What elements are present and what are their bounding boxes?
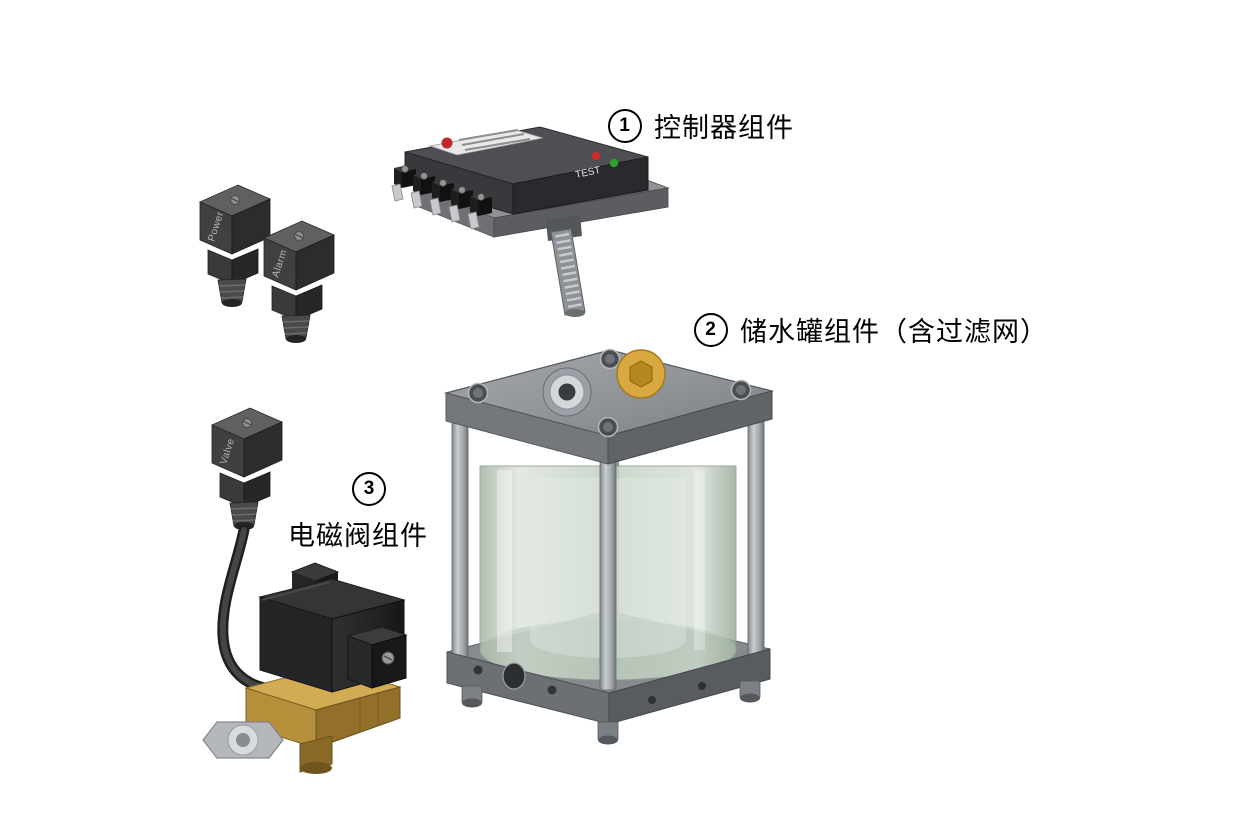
test-label: TEST [574, 165, 601, 181]
tank-foot [461, 685, 483, 708]
tank-foot [739, 680, 761, 703]
solenoid-valve-assembly: Valve [202, 407, 408, 774]
mount-hole [502, 662, 526, 690]
center-port [542, 367, 592, 417]
tie-rod-left [451, 417, 469, 659]
terminal-strip [391, 165, 492, 230]
mount-hole [698, 682, 706, 690]
tank-foot [597, 721, 619, 745]
tie-rod-front [599, 451, 617, 691]
label-controller: 1 控制器组件 [608, 106, 794, 145]
tank-bottom-plate [446, 648, 771, 725]
brand-label [428, 129, 544, 156]
alarm-connector: Alarm [263, 220, 335, 344]
hex-fitting [202, 721, 284, 759]
terminal-block [467, 193, 492, 230]
led-red [591, 151, 601, 161]
tank-assembly [443, 348, 775, 745]
corner-screw [599, 348, 621, 370]
label-tank: 2 储水罐组件（含过滤网） [694, 310, 1048, 349]
label-valve-text: 电磁阀组件 [288, 521, 428, 551]
corner-screw [467, 382, 489, 404]
brand-logo-icon [441, 137, 453, 149]
valve-connector: Valve [211, 407, 283, 531]
label-tank-number: 2 [694, 312, 728, 347]
power-connector: Power [199, 184, 271, 308]
terminal-block [429, 179, 454, 216]
mount-hole [473, 665, 483, 675]
terminal-block [391, 165, 416, 202]
terminal-block [410, 172, 435, 209]
threaded-rod [546, 215, 586, 317]
tie-rod-right [747, 413, 765, 657]
label-valve: 电磁阀组件 [288, 514, 428, 553]
corner-screw [730, 379, 752, 401]
controller-assembly: TEST [391, 126, 670, 317]
coil-connector-block [346, 626, 408, 689]
corner-screw [597, 416, 619, 438]
terminal-block [448, 186, 473, 223]
led-green [609, 158, 619, 168]
fill-plug [616, 349, 666, 399]
mount-hole [547, 685, 557, 695]
label-controller-text: 控制器组件 [654, 113, 794, 143]
tank-top-plate [443, 348, 775, 465]
mount-hole [648, 696, 656, 704]
label-tank-text: 储水罐组件（含过滤网） [740, 317, 1048, 347]
label-controller-number: 1 [608, 108, 642, 143]
label-valve-number: 3 [352, 472, 386, 506]
